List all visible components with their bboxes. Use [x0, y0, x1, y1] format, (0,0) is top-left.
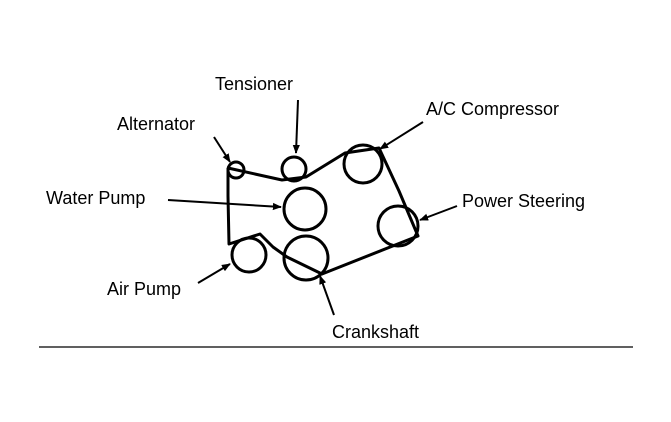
power-steering-label: Power Steering [462, 191, 586, 211]
tensioner-pulley [280, 155, 308, 183]
tensioner-arrow [292, 99, 300, 154]
water-pump-arrow [167, 199, 282, 211]
alternator-label: Alternator [117, 114, 196, 134]
alternator-arrow [213, 136, 231, 163]
power-steering-arrow [419, 205, 458, 221]
water-pump-label: Water Pump [46, 188, 146, 208]
crankshaft-arrow [319, 275, 335, 316]
alternator-pulley [226, 160, 246, 180]
drive-belt [226, 146, 420, 276]
power-steering-pulley [376, 204, 420, 248]
air-pump-label: Air Pump [107, 279, 182, 299]
ac-compressor-pulley [342, 143, 384, 185]
water-pump-pulley [282, 186, 328, 232]
ac-compressor-arrow [379, 121, 424, 150]
crankshaft-pulley [282, 234, 330, 282]
tensioner-label: Tensioner [215, 74, 294, 94]
crankshaft-label: Crankshaft [332, 322, 420, 342]
ac-compressor-label: A/C Compressor [426, 99, 560, 119]
air-pump-arrow [197, 263, 231, 284]
air-pump-pulley [230, 236, 268, 274]
